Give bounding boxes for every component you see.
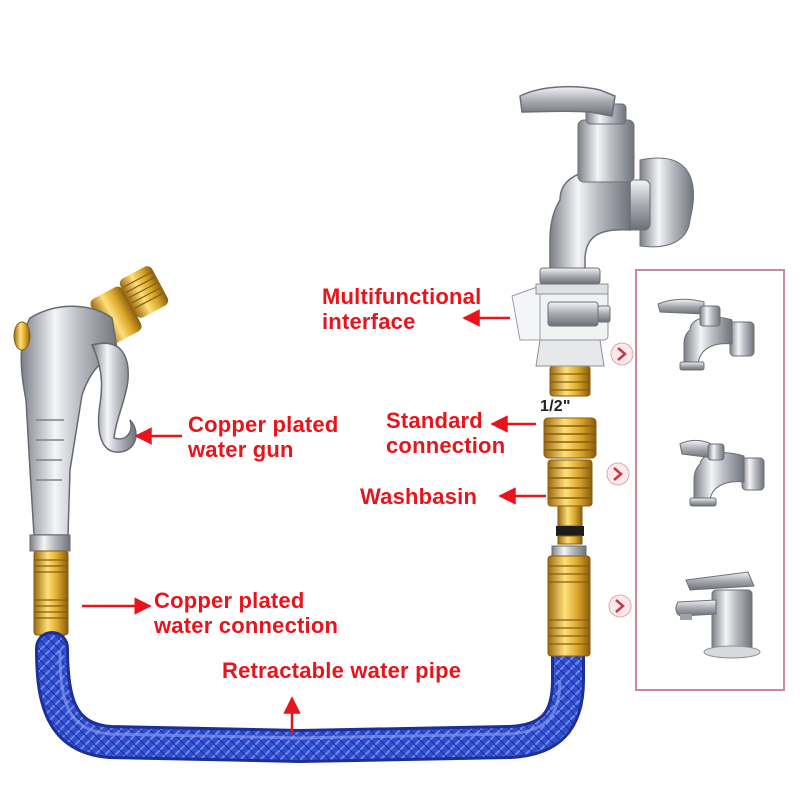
chevron-right-icon	[610, 342, 634, 366]
callout-arrows	[82, 309, 546, 734]
label-line: Multifunctional	[322, 284, 482, 309]
label-copper-plated-water-connection: Copper plated water connection	[154, 588, 338, 638]
washbasin-adapter	[547, 459, 593, 545]
label-multifunctional-interface: Multifunctional interface	[322, 284, 481, 334]
label-standard-connection: Standard connection	[386, 408, 505, 458]
label-copper-plated-water-gun: Copper plated water gun	[188, 412, 339, 462]
label-line: water gun	[188, 437, 294, 462]
gun-brass-fitting	[29, 534, 71, 552]
gun-trigger	[90, 342, 137, 453]
label-line: Copper plated	[154, 588, 305, 613]
tap-icon	[679, 439, 765, 507]
label-thread-size: 1/2"	[540, 398, 571, 415]
chevron-right-icon	[606, 462, 630, 486]
label-line: Copper plated	[188, 412, 339, 437]
basin-faucet-icon	[675, 571, 761, 659]
label-line: connection	[386, 433, 506, 458]
wall-tap	[519, 85, 694, 285]
wall-tap-icon	[657, 298, 755, 371]
water-gun	[13, 266, 169, 650]
label-line: water connection	[154, 613, 339, 638]
hose-brass-connector	[547, 545, 591, 657]
label-retractable-water-pipe: Retractable water pipe	[222, 658, 462, 683]
label-line: interface	[322, 309, 416, 334]
standard-connection-adapter	[543, 417, 597, 459]
gun-body	[20, 305, 119, 536]
chevron-right-icon	[608, 594, 632, 618]
label-washbasin: Washbasin	[360, 484, 478, 509]
label-line: Standard	[386, 408, 483, 433]
multifunctional-interface	[511, 283, 611, 397]
